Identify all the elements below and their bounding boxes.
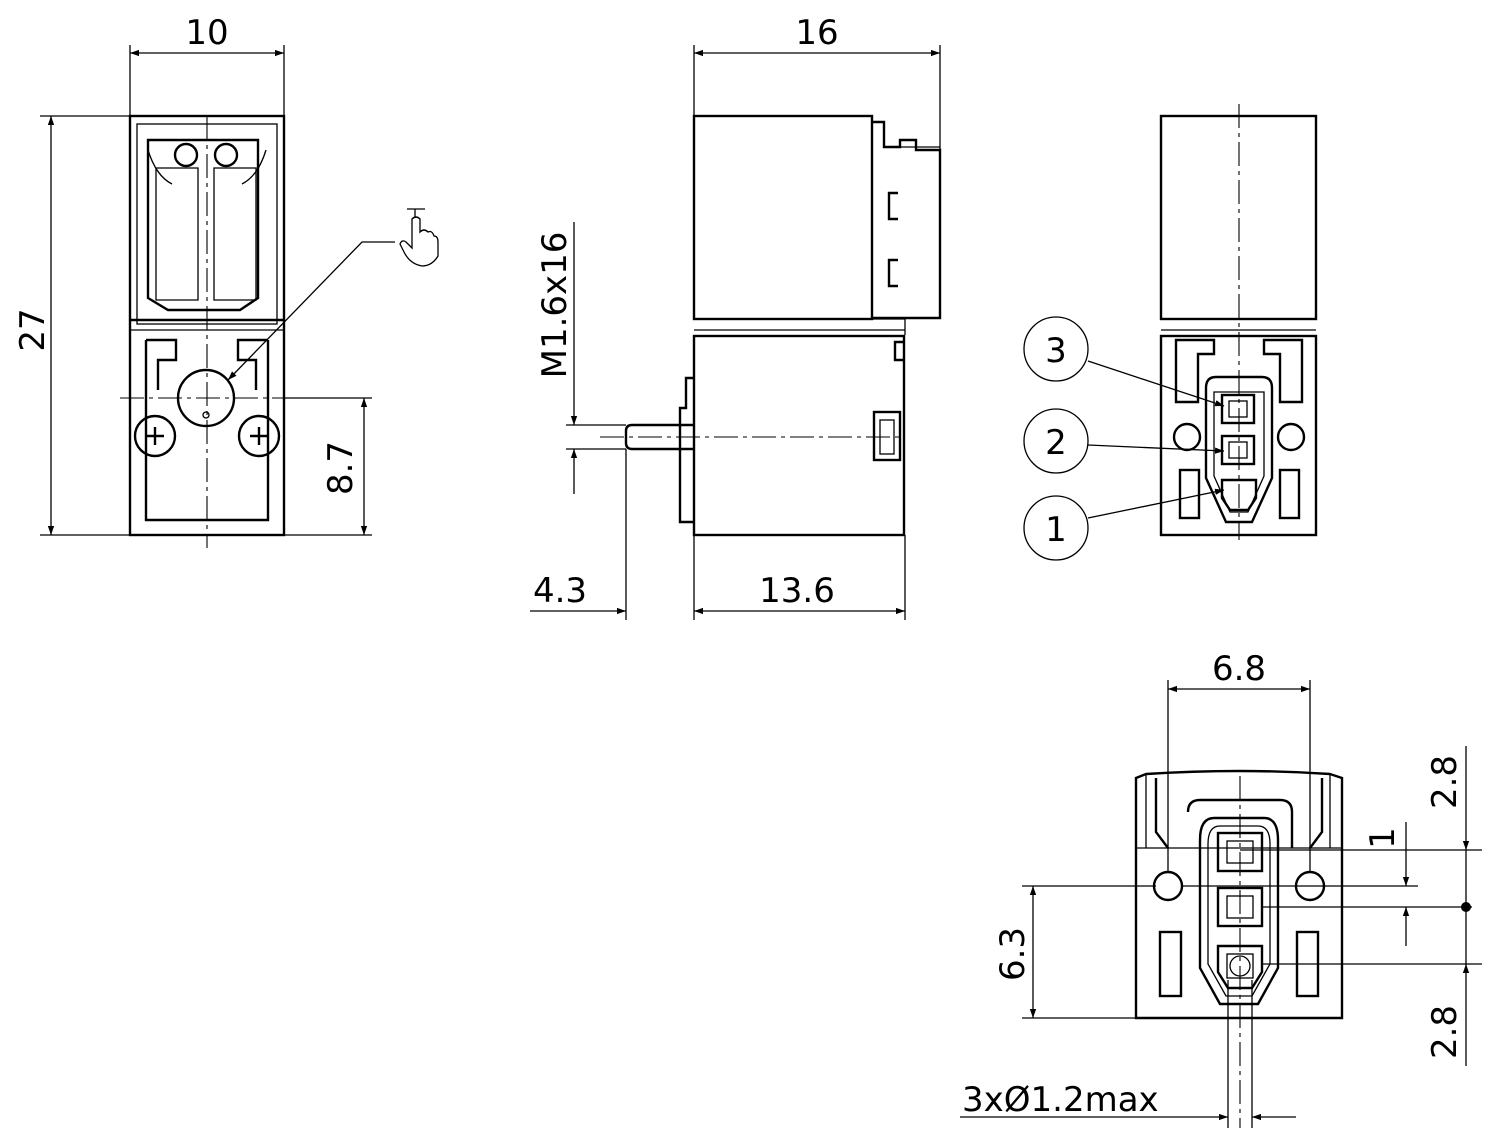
pin-2-label: 2 (1045, 423, 1067, 463)
bottom-height-dim: 6.3 (993, 927, 1033, 981)
hand-pointer-icon (399, 208, 439, 267)
connector-detail-view (1134, 769, 1344, 1128)
front-width-dim: 10 (185, 13, 228, 53)
side-thread-dim: M1.6x16 (535, 232, 575, 379)
bottom-bottom-dim: 2.8 (1425, 1005, 1465, 1059)
pin-3-label: 3 (1045, 331, 1067, 371)
front-height-dim: 27 (13, 308, 53, 351)
front-center-height-dim: 8.7 (321, 441, 361, 495)
bottom-gap-dim: 1 (1363, 827, 1403, 849)
side-shaft-dim: 4.3 (533, 571, 587, 611)
bottom-pitch-dim: 6.8 (1212, 649, 1266, 689)
connector-end-view (1159, 104, 1318, 540)
front-view (120, 114, 300, 548)
side-view (600, 114, 942, 537)
pin-1-label: 1 (1045, 510, 1067, 550)
side-width-dim: 16 (795, 13, 838, 53)
side-body-dim: 13.6 (759, 571, 835, 611)
pin-diameter-dim: 3xØ1.2max (962, 1080, 1159, 1120)
bottom-top-dim: 2.8 (1425, 755, 1465, 809)
